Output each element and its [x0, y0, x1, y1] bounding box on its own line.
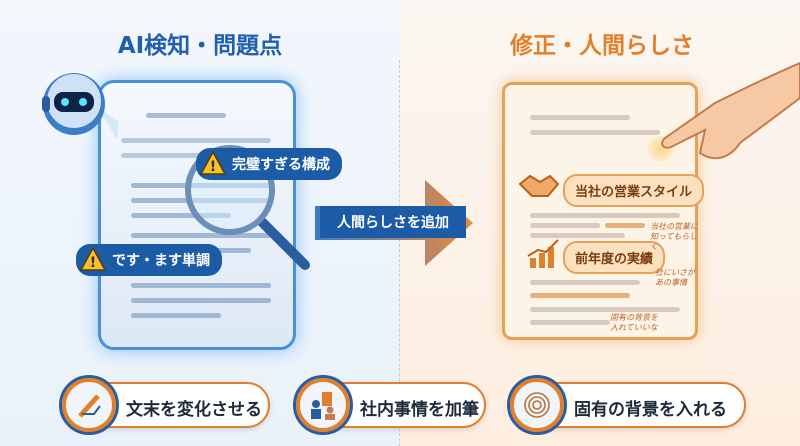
tip-internal-context: 社内事情を加筆	[293, 375, 486, 435]
handshake-icon	[518, 174, 560, 197]
tip-label: 文末を変化させる	[126, 400, 262, 420]
warning-icon: !	[200, 151, 226, 175]
tip-vary-endings: 文末を変化させる	[59, 375, 270, 435]
warning-icon: !	[80, 247, 106, 271]
pen-icon	[59, 375, 119, 435]
issue-badge-monotone: ! です・ます単調	[76, 244, 222, 276]
office-people-icon	[293, 375, 353, 435]
tip-label: 社内事情を加筆	[360, 400, 479, 420]
issue-text: です・ます単調	[112, 253, 210, 269]
handwritten-note: 当社の営業に知ってもらしく	[650, 222, 698, 251]
handwritten-note: 固有の背景を入れていいな	[610, 313, 658, 332]
issue-badge-structure: ! 完璧すぎる構成	[196, 148, 342, 180]
left-title: AI検知・問題点	[117, 33, 283, 59]
revised-document	[502, 82, 698, 340]
svg-text:!: !	[90, 255, 96, 271]
label-sales-style: 当社の営業スタイル	[563, 174, 705, 207]
tip-unique-background: 固有の背景を入れる	[507, 375, 746, 435]
robot-icon	[42, 73, 118, 138]
pointing-hand-icon	[661, 61, 800, 160]
divider	[399, 60, 400, 446]
fingerprint-icon	[507, 375, 567, 435]
label-last-year-results: 前年度の実績	[563, 241, 666, 274]
issue-text: 完璧すぎる構成	[232, 157, 330, 173]
right-title: 修正・人間らしさ	[510, 33, 694, 59]
arrow-label: 人間らしさを追加	[320, 206, 466, 238]
handwritten-note: 社にいさがあの事情	[655, 268, 695, 287]
svg-text:!: !	[210, 159, 216, 175]
tip-label: 固有の背景を入れる	[574, 400, 727, 420]
bar-chart-icon	[527, 239, 559, 268]
